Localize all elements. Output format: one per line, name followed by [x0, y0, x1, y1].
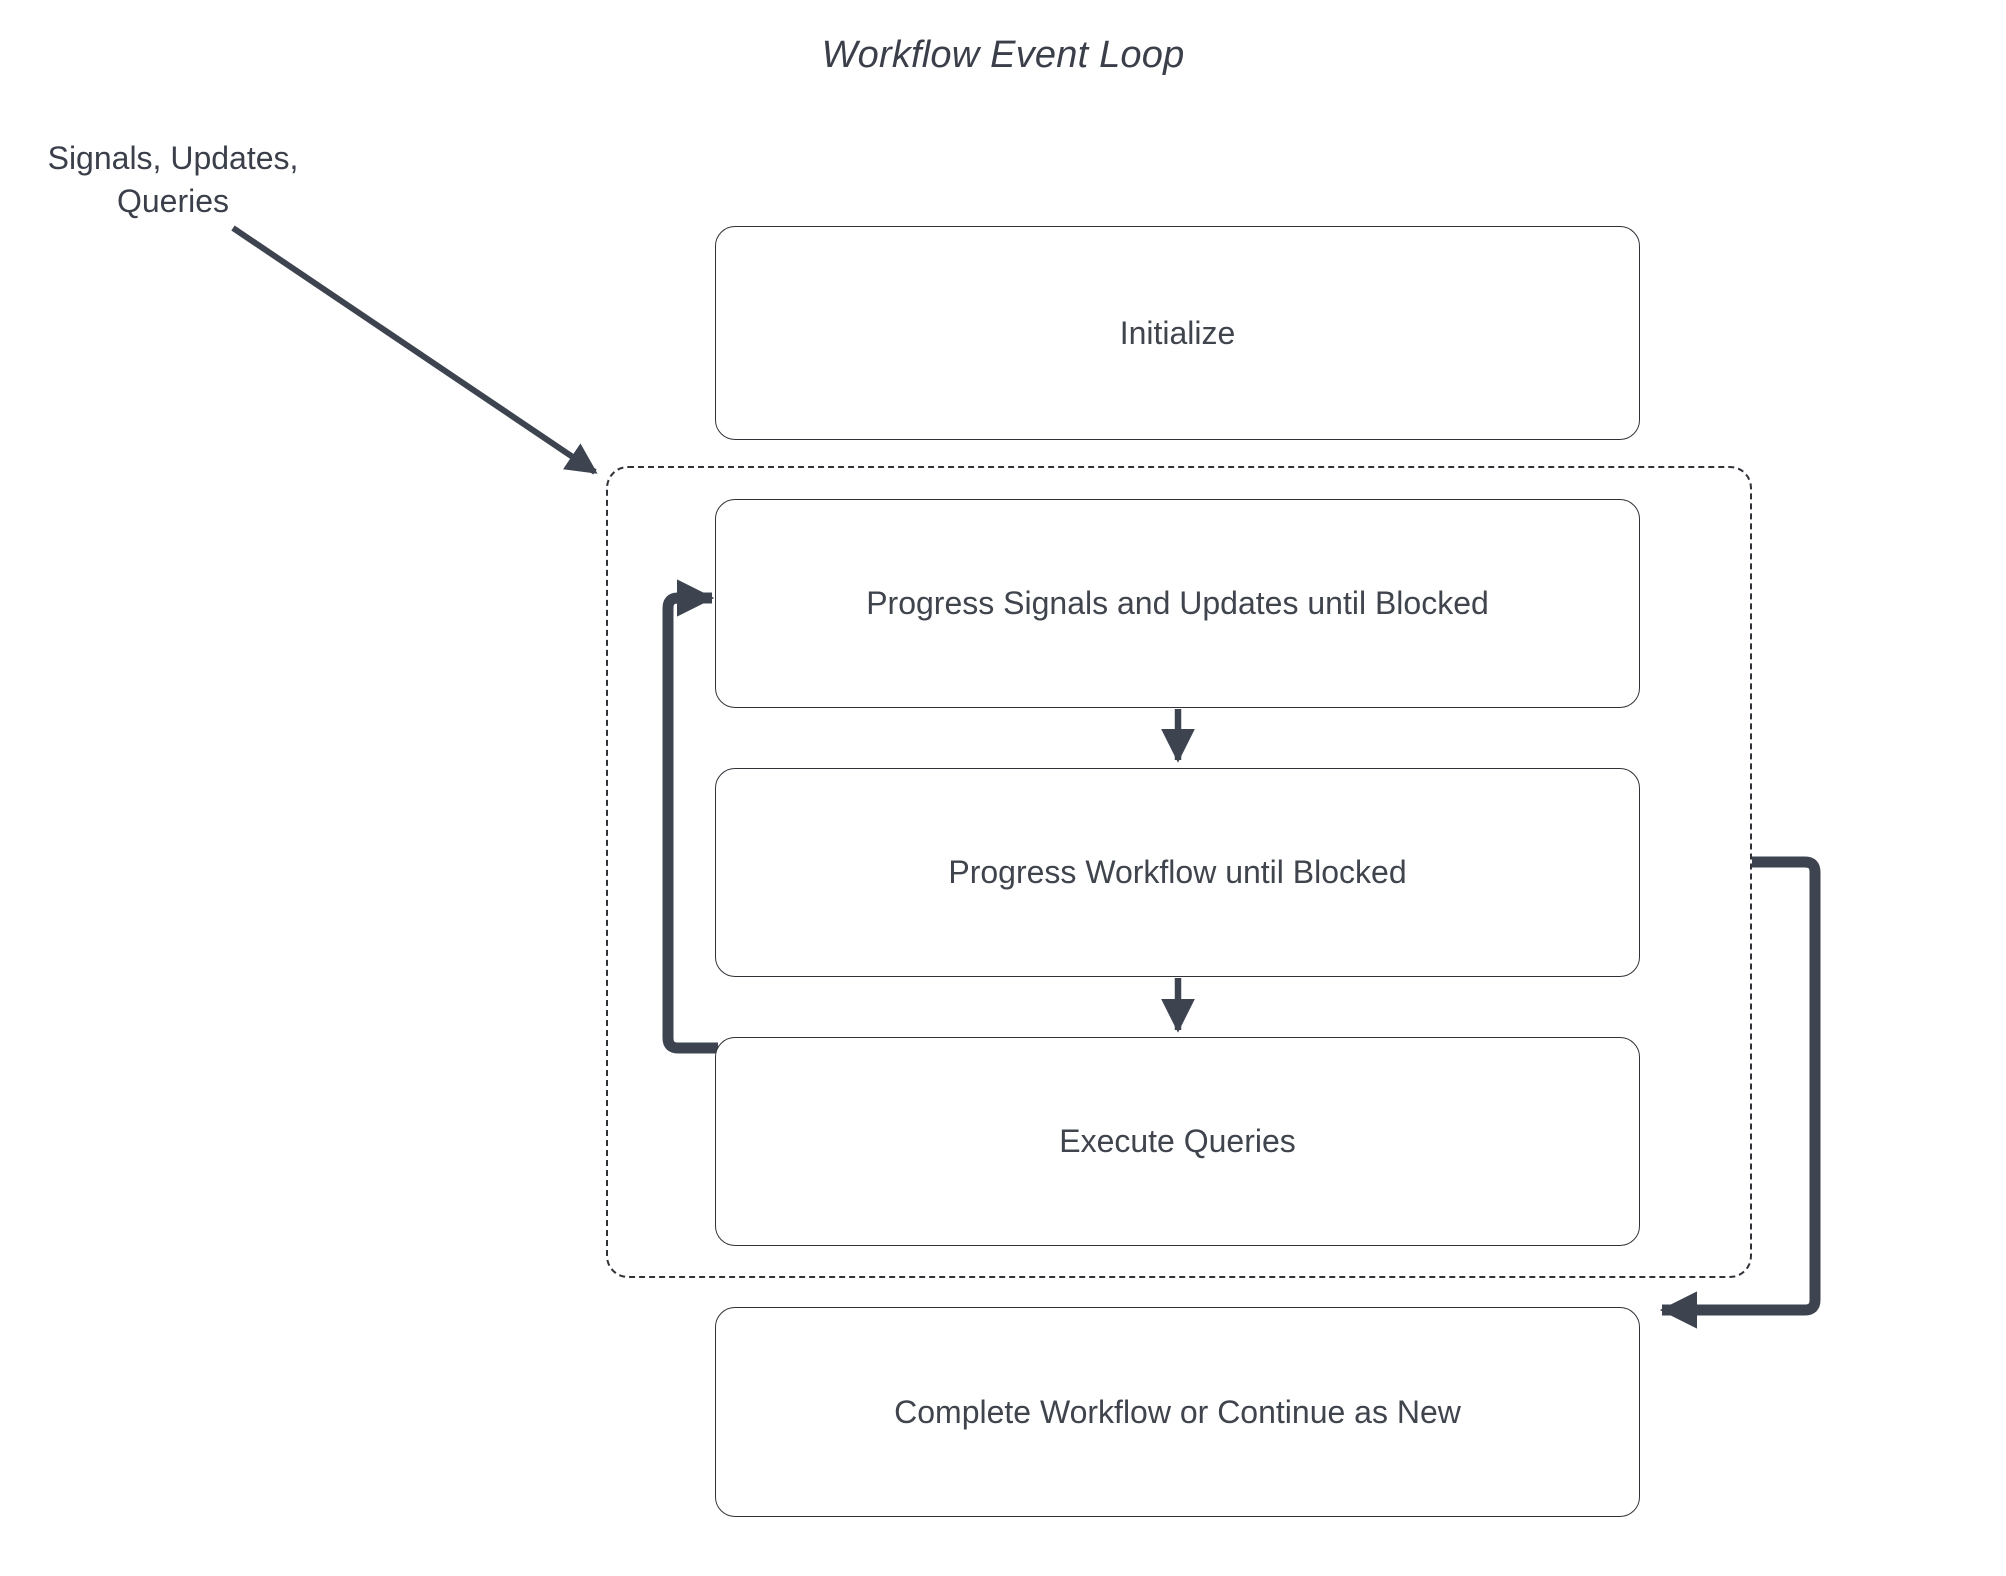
node-initialize[interactable]: Initialize — [715, 226, 1640, 440]
node-progress-workflow[interactable]: Progress Workflow until Blocked — [715, 768, 1640, 977]
node-progress-signals-label: Progress Signals and Updates until Block… — [866, 585, 1489, 622]
node-initialize-label: Initialize — [1119, 314, 1236, 351]
external-input-label: Signals, Updates, Queries — [47, 140, 299, 219]
edge-loop-exit — [1659, 856, 1821, 1329]
node-progress-workflow-label: Progress Workflow until Blocked — [948, 854, 1407, 891]
node-complete-workflow[interactable]: Complete Workflow or Continue as New — [715, 1307, 1640, 1517]
edge-external-input — [231, 225, 598, 475]
page-title: Workflow Event Loop — [821, 34, 1185, 76]
node-progress-signals[interactable]: Progress Signals and Updates until Block… — [715, 499, 1640, 708]
edge-loop-back — [662, 579, 718, 1054]
node-complete-workflow-label: Complete Workflow or Continue as New — [894, 1393, 1461, 1430]
node-execute-queries[interactable]: Execute Queries — [715, 1037, 1640, 1246]
node-execute-queries-label: Execute Queries — [1059, 1123, 1296, 1160]
